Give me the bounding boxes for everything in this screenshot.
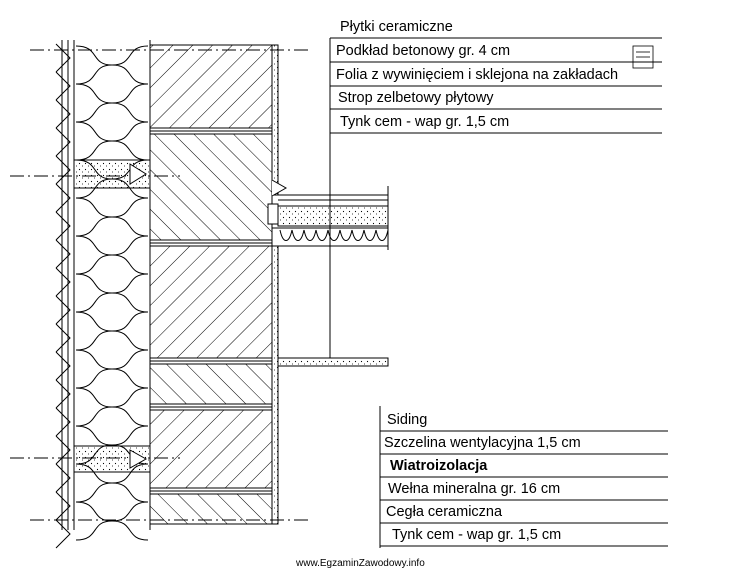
wall-anchors bbox=[73, 159, 151, 473]
label-folia: Folia z wywinięciem i sklejona na zakład… bbox=[336, 67, 619, 83]
label-plytki: Płytki ceramiczne bbox=[340, 19, 453, 35]
slab-insulation bbox=[279, 229, 389, 241]
mineral-wool-curves bbox=[75, 45, 149, 541]
siding-profile bbox=[55, 43, 71, 549]
label-szczelina: Szczelina wentylacyjna 1,5 cm bbox=[384, 435, 581, 451]
siding-layer bbox=[55, 40, 71, 549]
label-lines-bottom bbox=[380, 430, 668, 547]
label-siding: Siding bbox=[387, 412, 428, 428]
label-tynk-bottom: Tynk cem - wap gr. 1,5 cm bbox=[392, 527, 562, 543]
label-strop: Strop zelbetowy płytowy bbox=[338, 90, 494, 106]
label-lines-top bbox=[330, 37, 662, 134]
label-cegla: Cegła ceramiczna bbox=[386, 504, 503, 520]
floor-slab bbox=[267, 179, 389, 367]
label-podklad: Podkład betonowy gr. 4 cm bbox=[336, 43, 511, 59]
inner-plaster bbox=[271, 44, 279, 525]
label-welna: Wełna mineralna gr. 16 cm bbox=[388, 481, 561, 497]
stamp-icon bbox=[632, 45, 654, 69]
brick-wall bbox=[149, 44, 273, 525]
footer-url: www.EgzaminZawodowy.info bbox=[296, 558, 425, 569]
label-wiatroizolacja: Wiatroizolacja bbox=[390, 458, 488, 474]
label-tynk-top: Tynk cem - wap gr. 1,5 cm bbox=[340, 114, 510, 130]
